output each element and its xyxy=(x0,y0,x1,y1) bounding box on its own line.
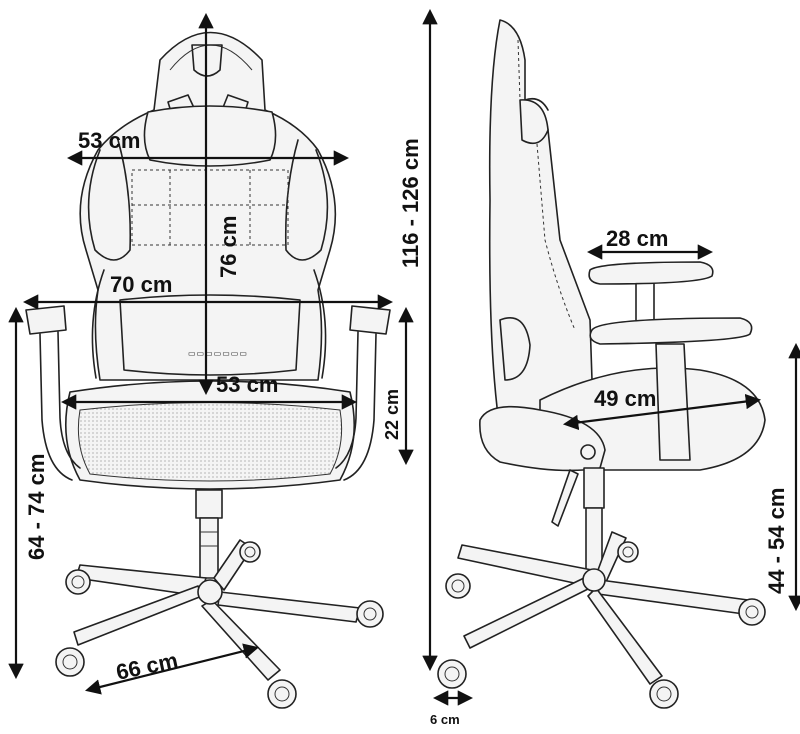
front-casters xyxy=(55,541,384,709)
label-caster-width: 6 cm xyxy=(430,712,460,727)
side-gas-lift xyxy=(583,467,605,509)
label-base-diameter: 66 cm xyxy=(114,647,180,684)
label-backrest-height: 76 cm xyxy=(216,216,241,278)
dim-line-base-diameter xyxy=(85,643,259,695)
label-total-height: 116 - 126 cm xyxy=(398,138,423,268)
side-armrest-lower xyxy=(589,317,753,345)
dimension-lines xyxy=(8,8,800,706)
front-armrest-right xyxy=(349,305,391,335)
label-seat-depth: 49 cm xyxy=(594,386,656,411)
label-backrest-width: 53 cm xyxy=(78,128,140,153)
side-armrest-top xyxy=(588,261,714,285)
label-armrest-height: 22 cm xyxy=(382,389,402,440)
front-star-base xyxy=(73,539,361,681)
svg-text:▭▭▭▭▭▭▭: ▭▭▭▭▭▭▭ xyxy=(188,349,248,358)
side-star-base xyxy=(457,531,749,685)
label-armrest-length: 28 cm xyxy=(606,226,668,251)
dimension-labels: 53 cm 76 cm 70 cm 53 cm 22 cm 64 - 74 cm… xyxy=(24,128,789,727)
front-gas-lift xyxy=(195,489,223,519)
dim-line-seat-depth xyxy=(562,393,762,431)
label-armrest-span: 70 cm xyxy=(110,272,172,297)
label-seat-width: 53 cm xyxy=(216,372,278,397)
side-casters xyxy=(437,541,766,709)
side-chair-sketch xyxy=(437,19,766,709)
label-armrest-floor-height: 44 - 54 cm xyxy=(764,488,789,594)
label-seat-height: 64 - 74 cm xyxy=(24,454,49,560)
front-armrest-left xyxy=(25,305,67,335)
front-lumbar xyxy=(119,294,301,376)
